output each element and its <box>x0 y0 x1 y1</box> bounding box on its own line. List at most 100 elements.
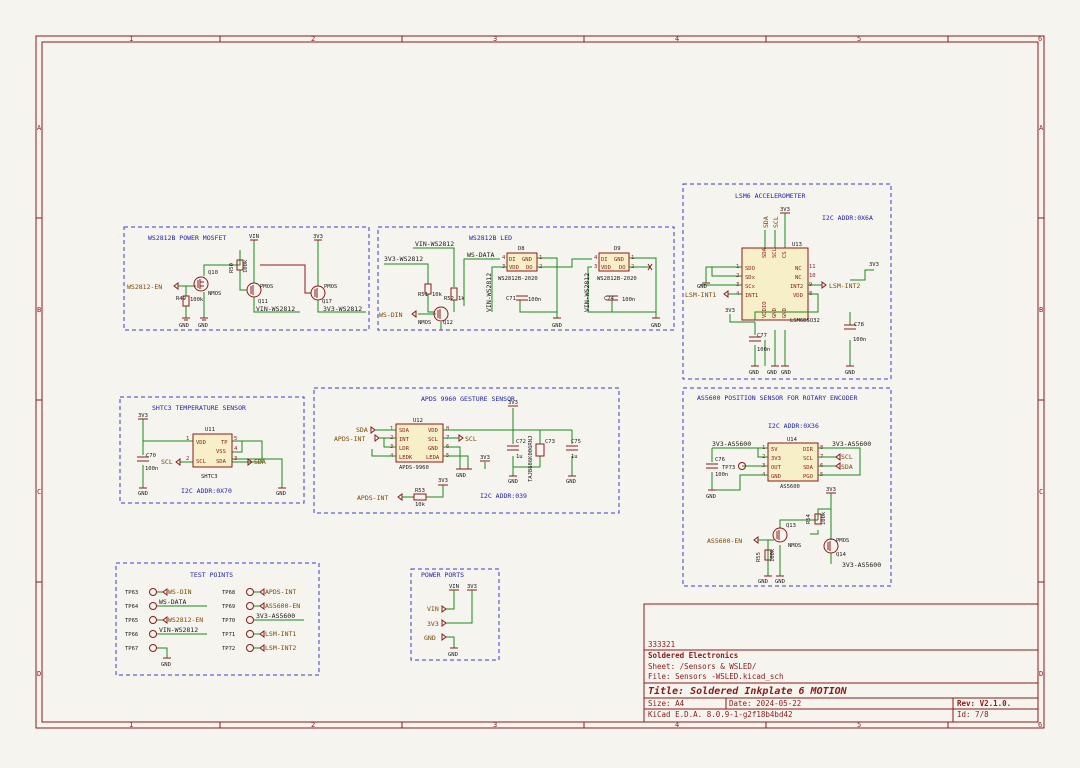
col-label: 4 <box>675 35 679 43</box>
svg-text:VDD: VDD <box>196 440 206 446</box>
svg-text:SCL: SCL <box>161 458 173 466</box>
testpoint-icon <box>246 602 254 610</box>
block-apds: APDS 9960 GESTURE SENSOR I2C ADDR:039 U1… <box>313 387 620 514</box>
svg-text:4: 4 <box>502 255 506 261</box>
test-point-net: VIN-WS2812 <box>159 626 198 634</box>
svg-text:2: 2 <box>186 456 189 462</box>
svg-text:3V3: 3V3 <box>427 620 439 628</box>
svg-text:GND: GND <box>697 284 707 290</box>
block-power: POWER PORTS VIN 3V3 VIN 3V3 GND GND <box>410 568 500 661</box>
svg-text:PMOS: PMOS <box>324 284 337 290</box>
svg-text:GND: GND <box>456 473 466 479</box>
svg-text:3V3: 3V3 <box>771 456 781 462</box>
svg-text:10: 10 <box>809 273 816 279</box>
svg-text:SDA: SDA <box>762 216 770 228</box>
svg-text:SCL: SCL <box>196 459 207 465</box>
svg-text:LSM6DSO32: LSM6DSO32 <box>790 318 820 324</box>
svg-text:SDA: SDA <box>216 459 227 465</box>
row-label: B <box>1039 306 1043 314</box>
test-point-net: APDS-INT <box>265 588 296 596</box>
svg-text:100k: 100k <box>190 297 204 303</box>
test-point-row: TP70 3V3-AS5600 <box>222 612 304 624</box>
svg-text:3V3: 3V3 <box>480 455 490 461</box>
svg-text:SDx: SDx <box>745 275 756 281</box>
pmos-icon <box>310 285 326 301</box>
svg-text:1: 1 <box>186 436 189 442</box>
svg-text:GND: GND <box>428 446 438 452</box>
col-label: 1 <box>129 35 133 43</box>
svg-text:GND: GND <box>767 370 777 376</box>
svg-text:VDD: VDD <box>601 265 611 271</box>
block-mosfet: WS2812B POWER MOSFET WS2812-EN R49 100k … <box>123 226 370 331</box>
svg-text:GND: GND <box>706 494 716 500</box>
svg-text:SDA: SDA <box>762 247 768 258</box>
svg-text:C76: C76 <box>715 457 725 463</box>
svg-text:100n: 100n <box>715 472 728 478</box>
row-label: A <box>1039 124 1044 132</box>
svg-text:VIN-WS2812: VIN-WS2812 <box>415 240 454 248</box>
svg-text:GND: GND <box>771 474 781 480</box>
svg-text:SDA: SDA <box>356 426 368 434</box>
svg-text:WS2812B-2020: WS2812B-2020 <box>498 276 538 282</box>
tb-company: Soldered Electronics <box>648 651 738 660</box>
row-label: D <box>1039 670 1043 678</box>
svg-text:APDS-INT: APDS-INT <box>334 435 365 443</box>
test-point-ref: TP65 <box>125 618 138 624</box>
test-point-ref: TP70 <box>222 618 235 624</box>
svg-text:NMOS: NMOS <box>788 543 801 549</box>
svg-text:WS2812B-2020: WS2812B-2020 <box>597 276 637 282</box>
svg-text:AS5600: AS5600 <box>780 484 800 490</box>
tb-title: Title: Soldered Inkplate 6 MOTION <box>648 685 848 697</box>
block-lsm: LSM6 ACCELEROMETER I2C ADDR:0X6A 3V3 SDA… <box>682 183 892 380</box>
led-chip-d8 <box>506 252 538 272</box>
svg-text:PMOS: PMOS <box>836 538 849 544</box>
test-point-ref: TP66 <box>125 632 138 638</box>
svg-text:GND: GND <box>614 257 624 263</box>
col-label: 2 <box>311 721 315 729</box>
test-point-net: GND <box>161 662 171 668</box>
svg-text:SCL: SCL <box>428 437 439 443</box>
testpoint-icon <box>149 588 157 596</box>
svg-text:10k: 10k <box>432 292 443 298</box>
test-point-net: WS-DATA <box>159 598 186 606</box>
test-point-ref: TP63 <box>125 590 138 596</box>
svg-text:VDD: VDD <box>428 428 438 434</box>
row-label: D <box>37 670 41 678</box>
svg-text:NC: NC <box>795 275 802 281</box>
svg-text:DO: DO <box>526 265 533 271</box>
testpoint-icon <box>738 462 746 470</box>
svg-text:APDS-9960: APDS-9960 <box>399 465 429 471</box>
svg-text:GND: GND <box>552 323 562 329</box>
svg-text:C71: C71 <box>506 296 516 302</box>
tb-file: File: Sensors -WSLED.kicad_sch <box>648 672 783 681</box>
block-title: WS2812B LED <box>469 234 512 242</box>
svg-text:R51: R51 <box>418 292 428 298</box>
svg-text:VIN: VIN <box>449 584 459 590</box>
svg-text:3V3: 3V3 <box>780 207 790 213</box>
svg-text:100n: 100n <box>528 297 541 303</box>
i2c-address: I2C ADDR:0X36 <box>768 422 819 430</box>
col-label: 2 <box>311 35 315 43</box>
svg-text:R55: R55 <box>756 552 762 562</box>
led-chip-d9 <box>598 252 630 272</box>
test-point-net: LSM-INT1 <box>265 630 296 638</box>
svg-text:D9: D9 <box>614 246 621 252</box>
svg-text:SCL: SCL <box>841 453 853 461</box>
svg-text:GND: GND <box>508 479 518 485</box>
svg-text:GND: GND <box>138 491 148 497</box>
test-point-ref: TP67 <box>125 646 138 652</box>
svg-text:NC: NC <box>795 266 802 272</box>
svg-text:4: 4 <box>234 446 238 452</box>
svg-text:VIN-WS2812: VIN-WS2812 <box>583 273 591 312</box>
tb-date: Date: 2024-05-22 <box>729 699 801 708</box>
svg-text:100n: 100n <box>853 337 866 343</box>
svg-text:Q11: Q11 <box>258 299 268 305</box>
test-point-net: 3V3-AS5600 <box>256 612 295 620</box>
test-point-net: LSM-INT2 <box>265 644 296 652</box>
svg-text:DI: DI <box>601 257 608 263</box>
